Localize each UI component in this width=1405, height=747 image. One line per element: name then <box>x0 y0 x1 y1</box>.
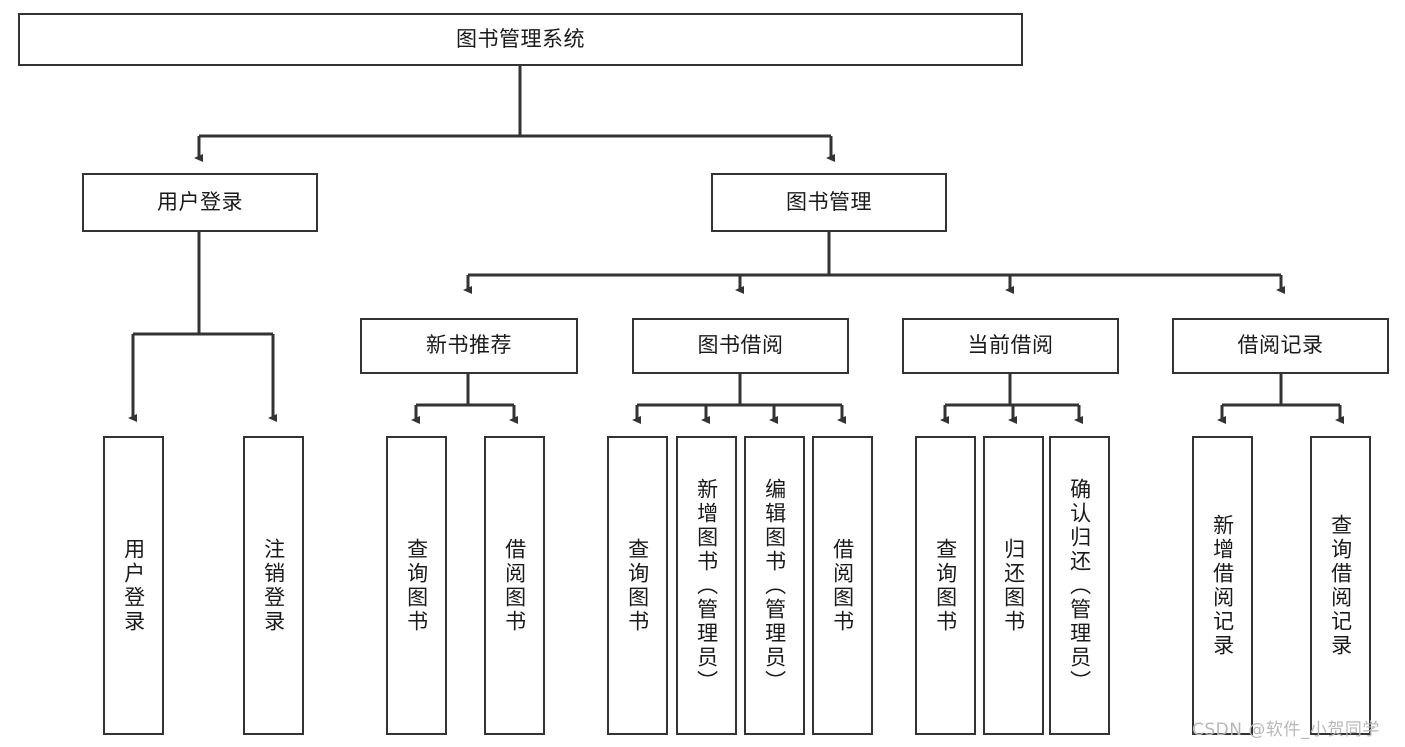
node-leaf-add-record-label: 新增借阅记录 <box>1210 513 1235 658</box>
node-leaf-user-logout[interactable]: 注销登录 <box>243 436 304 735</box>
node-leaf-borrow-book-2[interactable]: 借阅图书 <box>812 436 873 735</box>
node-book-manage-label: 图书管理 <box>786 189 872 214</box>
node-new-book-recommend[interactable]: 新书推荐 <box>360 318 578 374</box>
node-leaf-borrow-book-2-label: 借阅图书 <box>830 537 855 634</box>
node-leaf-confirm-return-label: 确认归还（管理员） <box>1067 477 1092 694</box>
node-current-borrow-label: 当前借阅 <box>967 333 1054 358</box>
node-leaf-user-login-label: 用户登录 <box>121 537 146 634</box>
node-leaf-add-book[interactable]: 新增图书（管理员） <box>676 436 737 735</box>
node-book-manage[interactable]: 图书管理 <box>711 173 947 232</box>
node-leaf-query-record-label: 查询借阅记录 <box>1328 513 1353 658</box>
watermark-text: CSDN @软件_小贺同学 <box>1192 720 1380 740</box>
node-leaf-query-book-2[interactable]: 查询图书 <box>607 436 668 735</box>
node-root[interactable]: 图书管理系统 <box>18 13 1023 66</box>
node-borrow-record[interactable]: 借阅记录 <box>1172 318 1389 374</box>
node-leaf-edit-book-label: 编辑图书（管理员） <box>762 477 787 694</box>
node-leaf-add-book-label: 新增图书（管理员） <box>694 477 719 694</box>
node-leaf-user-login[interactable]: 用户登录 <box>103 436 164 735</box>
node-user-login-label: 用户登录 <box>157 189 243 214</box>
node-leaf-borrow-book-1[interactable]: 借阅图书 <box>484 436 545 735</box>
node-leaf-add-record[interactable]: 新增借阅记录 <box>1192 436 1253 735</box>
node-leaf-borrow-book-1-label: 借阅图书 <box>502 537 527 634</box>
node-leaf-query-book-3-label: 查询图书 <box>933 537 958 634</box>
node-root-label: 图书管理系统 <box>456 26 585 51</box>
node-book-borrow-label: 图书借阅 <box>697 333 784 358</box>
node-user-login[interactable]: 用户登录 <box>82 173 318 232</box>
node-leaf-query-book-3[interactable]: 查询图书 <box>915 436 976 735</box>
node-leaf-return-book[interactable]: 归还图书 <box>983 436 1044 735</box>
node-leaf-user-logout-label: 注销登录 <box>261 537 286 634</box>
node-borrow-record-label: 借阅记录 <box>1237 333 1324 358</box>
node-current-borrow[interactable]: 当前借阅 <box>902 318 1119 374</box>
node-leaf-query-book-1-label: 查询图书 <box>404 537 429 634</box>
node-new-book-recommend-label: 新书推荐 <box>426 333 512 358</box>
node-leaf-edit-book[interactable]: 编辑图书（管理员） <box>744 436 805 735</box>
node-leaf-query-book-2-label: 查询图书 <box>625 537 650 634</box>
node-leaf-query-book-1[interactable]: 查询图书 <box>386 436 447 735</box>
node-book-borrow[interactable]: 图书借阅 <box>632 318 849 374</box>
node-leaf-return-book-label: 归还图书 <box>1001 537 1026 634</box>
node-leaf-confirm-return[interactable]: 确认归还（管理员） <box>1049 436 1110 735</box>
node-leaf-query-record[interactable]: 查询借阅记录 <box>1310 436 1371 735</box>
